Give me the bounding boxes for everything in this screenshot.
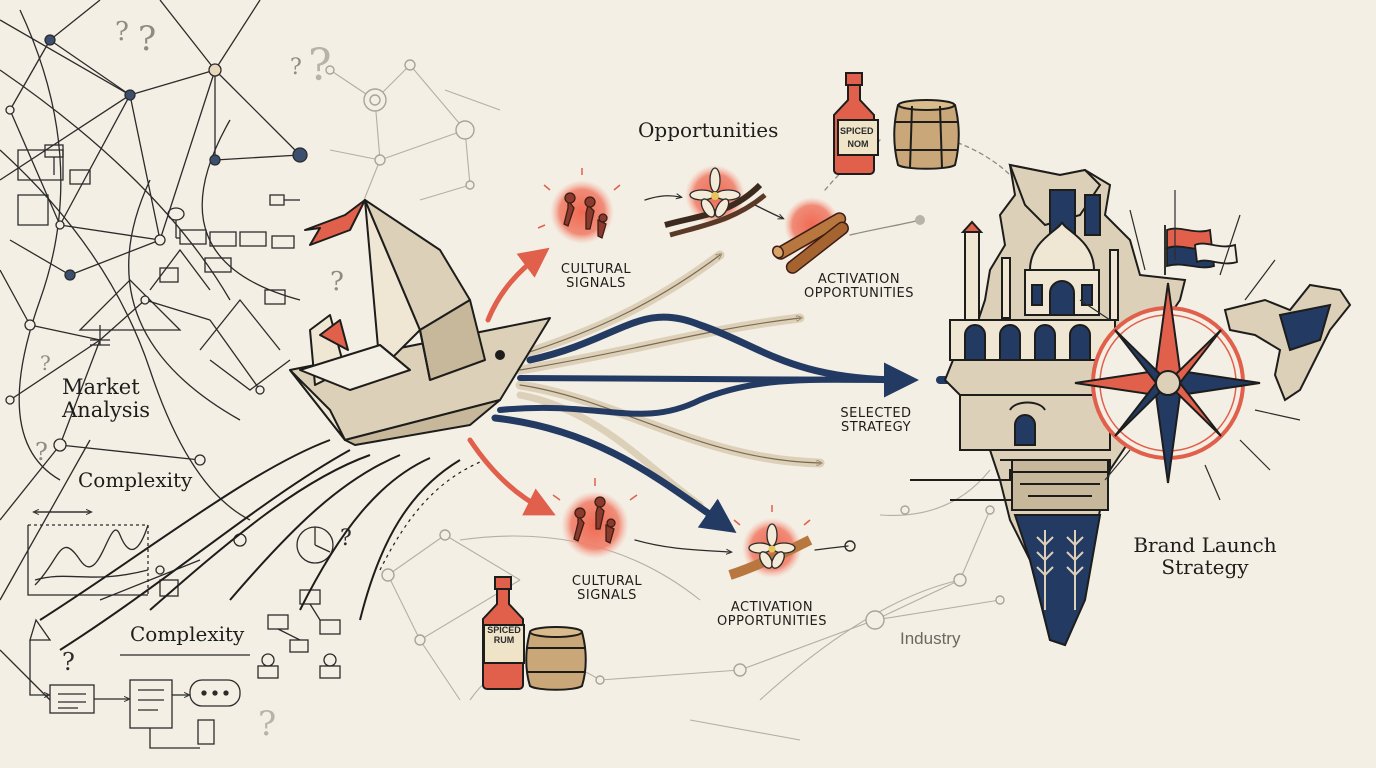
label-activation-top-line2: OPPORTUNITIES <box>804 286 914 302</box>
label-industry: Industry <box>900 629 961 648</box>
label-brand-launch-strategy: Brand Launch Strategy <box>1120 534 1290 578</box>
label-cultural-signals-top-line1: CULTURAL <box>560 262 632 277</box>
barrel-icon <box>525 626 587 691</box>
vanilla-icon <box>664 165 767 238</box>
complexity-network <box>0 0 341 749</box>
bottle-label-bottom-line2: RUM <box>493 634 515 645</box>
label-activation-top: ACTIVATION OPPORTUNITIES <box>798 272 920 302</box>
svg-text:?: ? <box>40 351 51 375</box>
clove-icon <box>552 478 638 559</box>
network-nodes <box>5 34 308 575</box>
barrel-icon <box>893 99 960 170</box>
label-market-analysis-line2: Analysis <box>62 398 151 423</box>
label-activation-bottom-line1: ACTIVATION <box>730 600 814 615</box>
svg-text:?: ? <box>115 17 129 47</box>
label-cultural-signals-bottom: CULTURAL SIGNALS <box>555 574 659 604</box>
faint-nodes <box>325 59 1005 685</box>
label-cultural-signals-bottom-line1: CULTURAL <box>571 574 643 589</box>
india-map-icon <box>910 163 1352 647</box>
bottle-icon: SPICED NOM <box>833 72 879 175</box>
label-cultural-signals-top-line2: SIGNALS <box>566 276 626 292</box>
svg-text:?: ? <box>308 40 332 91</box>
label-activation-bottom-line2: OPPORTUNITIES <box>717 614 827 630</box>
compass-icon <box>1074 282 1261 484</box>
label-opportunities: Opportunities <box>638 118 779 142</box>
vanilla-icon <box>728 505 813 580</box>
label-activation-top-line1: ACTIVATION <box>817 272 901 287</box>
label-cultural-signals-top: CULTURAL SIGNALS <box>548 262 644 292</box>
svg-text:?: ? <box>62 648 75 676</box>
compass-rays <box>1079 190 1301 501</box>
svg-text:?: ? <box>330 267 344 297</box>
svg-text:?: ? <box>138 19 156 59</box>
bottle-icon <box>482 576 525 690</box>
bottle-label-top: SPICED NOM <box>840 126 876 149</box>
label-brand-launch-line2: Strategy <box>1161 555 1249 579</box>
question-mark-icon: ? ? ? ? ? ? ? ? ? ? <box>35 17 352 744</box>
label-market-analysis-line1: Market <box>62 375 140 399</box>
label-selected-strategy: SELECTED STRATEGY <box>826 406 926 436</box>
label-complexity-bottom: Complexity <box>130 622 245 646</box>
cinnamon-icon <box>771 197 849 274</box>
svg-text:?: ? <box>290 55 302 80</box>
bottle-label-bottom-line1: SPICED <box>487 625 521 635</box>
label-complexity-top: Complexity <box>78 468 193 492</box>
boat-trail <box>39 439 481 651</box>
label-selected-strategy-line1: SELECTED <box>840 406 912 421</box>
bottle-label-bottom: SPICED RUM <box>484 625 524 646</box>
strategy-flow <box>467 139 1076 552</box>
clove-icon <box>537 168 621 244</box>
flag-icon <box>1164 225 1238 275</box>
node-dot <box>915 215 925 225</box>
label-market-analysis: Market Analysis <box>62 375 151 423</box>
node-dot <box>844 540 856 552</box>
label-selected-strategy-line2: STRATEGY <box>840 420 912 436</box>
label-brand-launch-line1: Brand Launch <box>1133 533 1277 557</box>
label-cultural-signals-bottom-line2: SIGNALS <box>577 588 637 604</box>
svg-text:?: ? <box>340 526 352 551</box>
label-activation-bottom: ACTIVATION OPPORTUNITIES <box>707 600 837 630</box>
svg-text:?: ? <box>258 704 276 744</box>
svg-text:?: ? <box>35 438 48 466</box>
paper-boat-icon <box>289 199 551 446</box>
